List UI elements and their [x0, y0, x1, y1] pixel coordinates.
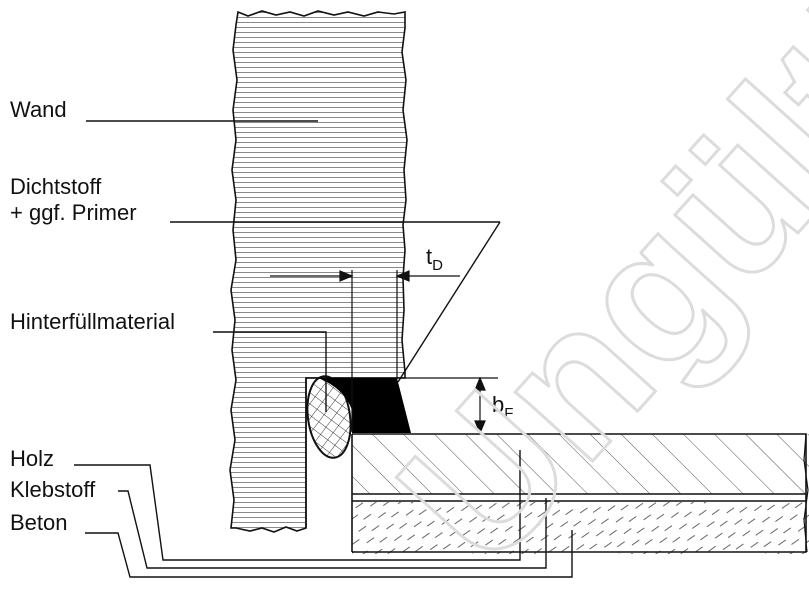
- leader-lines: [74, 120, 573, 578]
- backing-rod: [306, 375, 352, 459]
- dimension-b-label: bF: [492, 392, 513, 422]
- label-beton: Beton: [10, 510, 68, 535]
- dimension-t: [270, 270, 460, 432]
- label-klebstoff: Klebstoff: [10, 477, 96, 502]
- label-dichtstoff: Dichtstoff: [10, 174, 102, 199]
- sealant: [318, 378, 411, 433]
- wood-layer: [352, 434, 809, 494]
- label-primer: + ggf. Primer: [10, 200, 137, 225]
- floor-layers: [351, 433, 809, 554]
- label-holz: Holz: [10, 446, 54, 471]
- label-wand: Wand: [10, 97, 67, 122]
- label-hinterfuellmaterial: Hinterfüllmaterial: [10, 309, 175, 334]
- watermark: Ungültig: [357, 0, 809, 584]
- dimension-b: [397, 376, 498, 435]
- concrete-layer: [352, 502, 809, 554]
- dimension-t-label: tD: [426, 244, 443, 274]
